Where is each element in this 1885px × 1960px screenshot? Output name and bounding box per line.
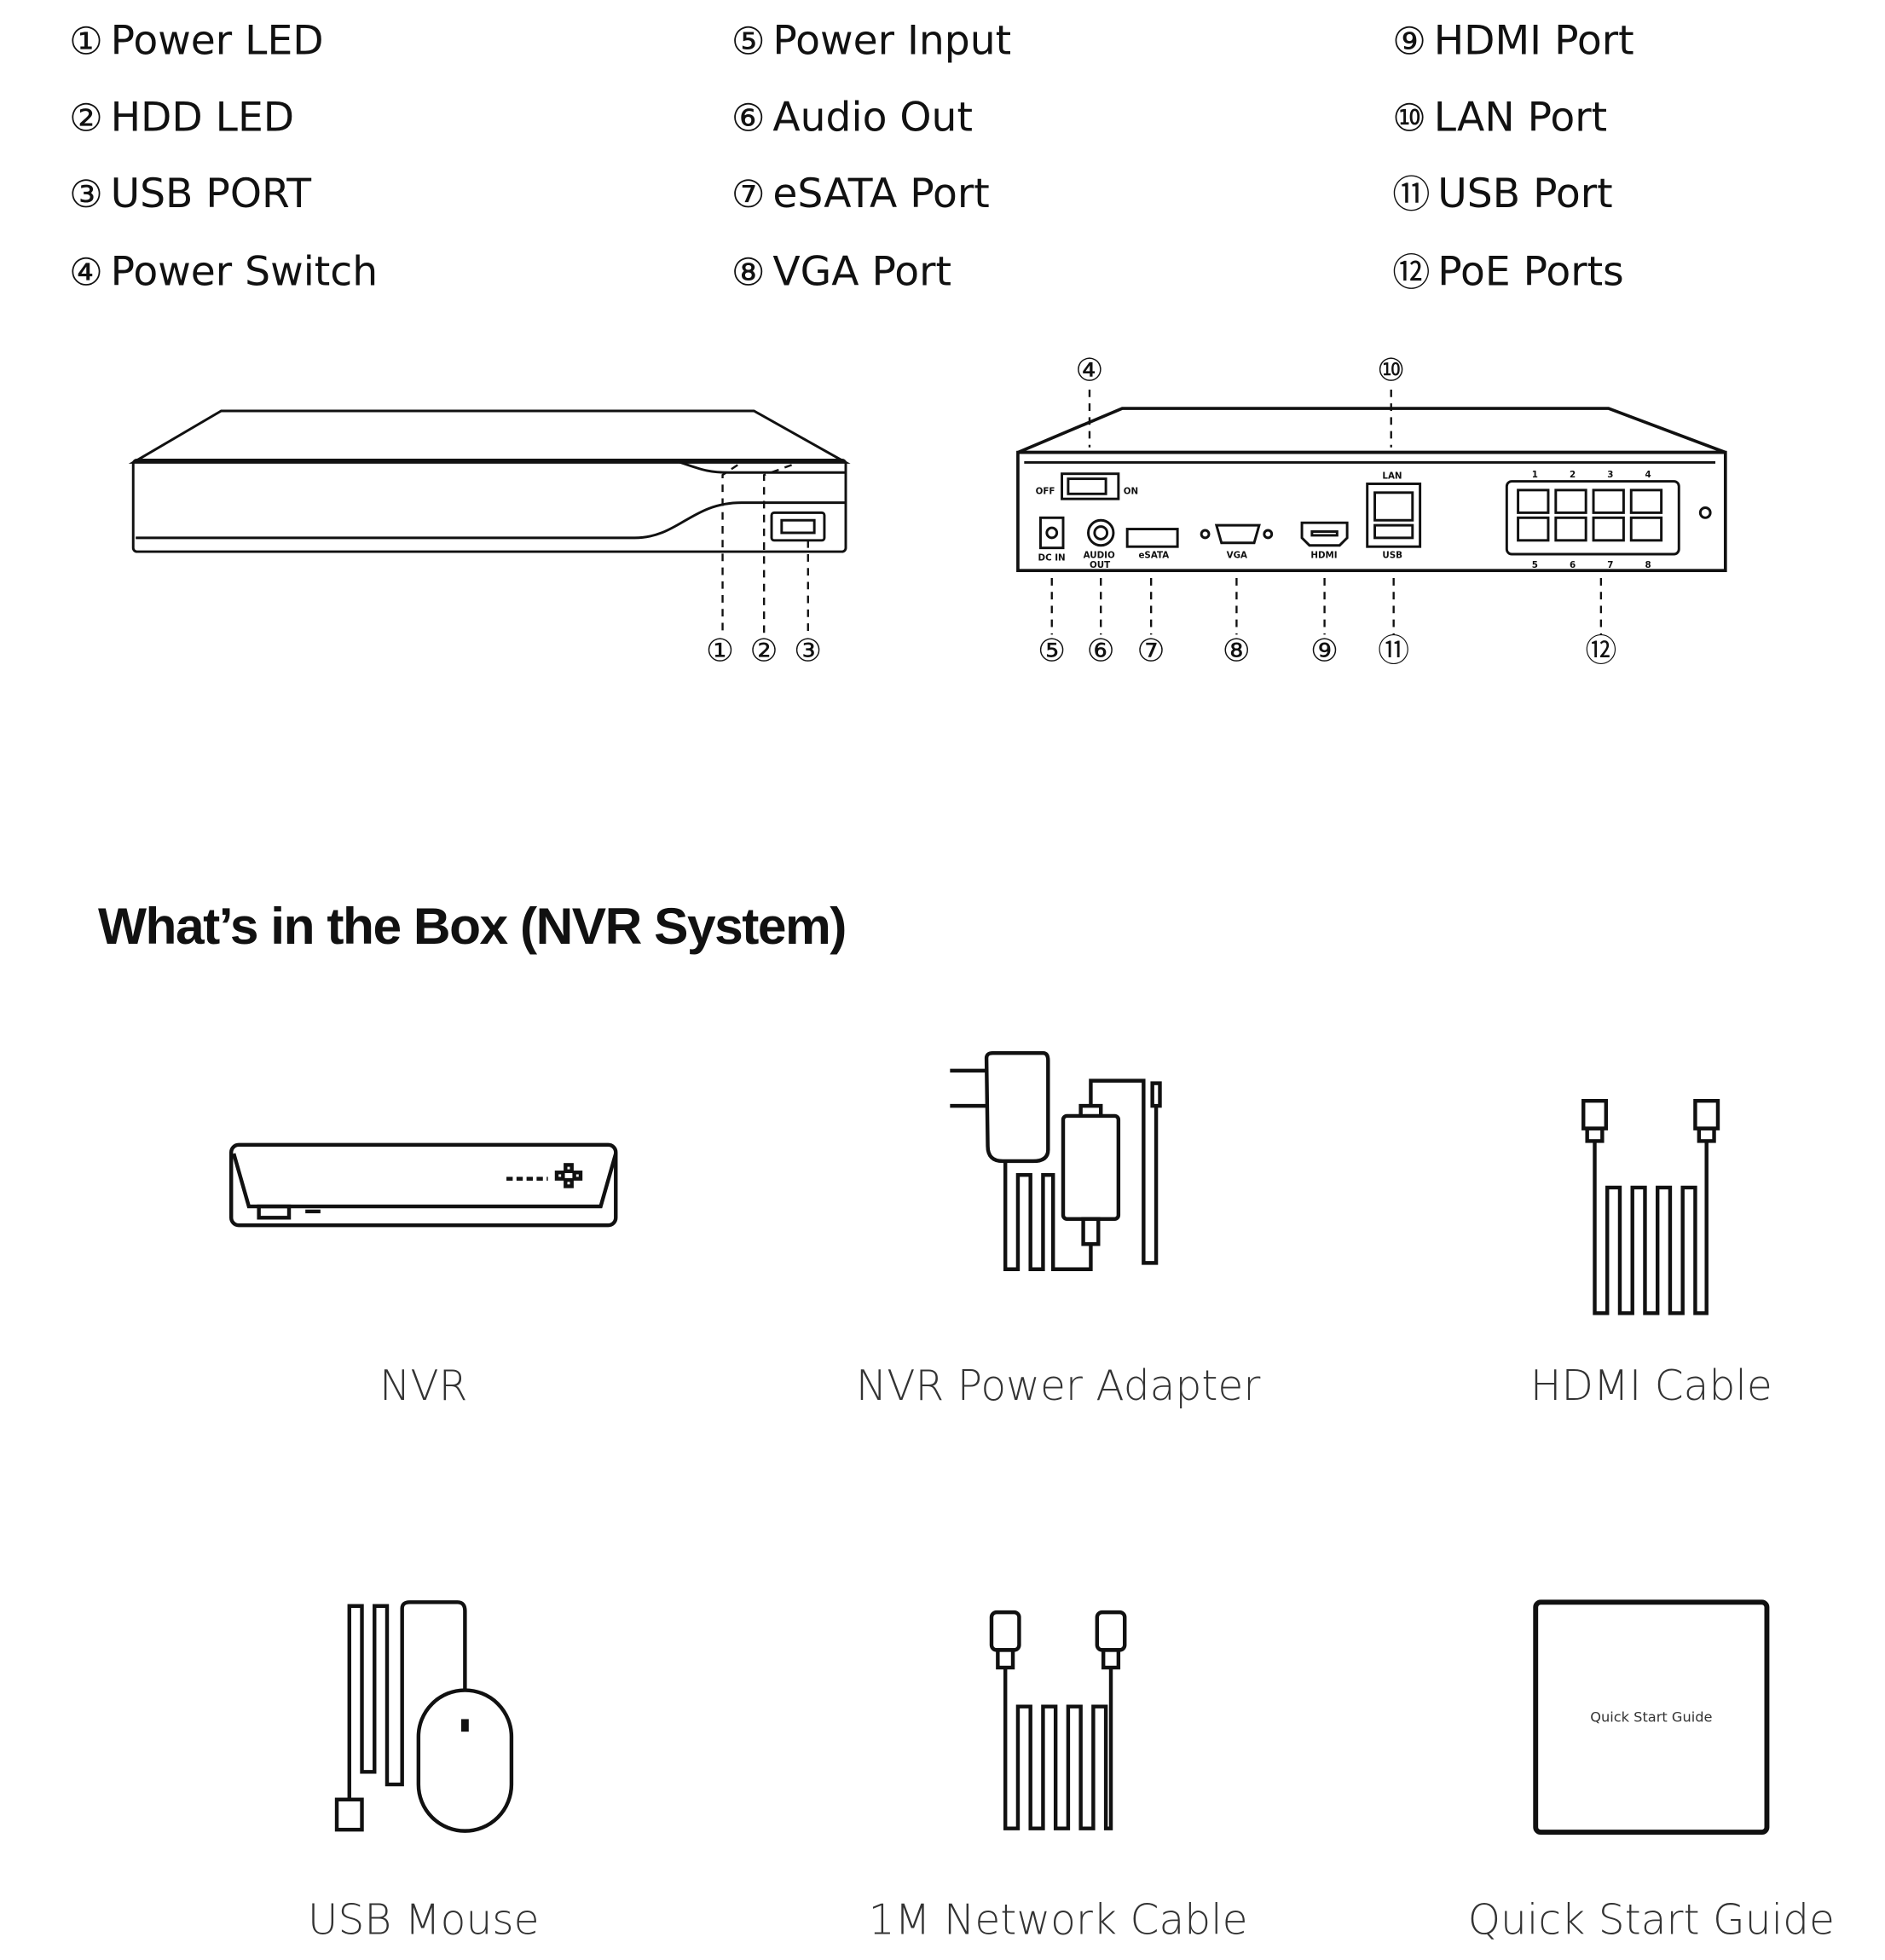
poe-port-icon (1554, 489, 1587, 514)
callout-7: ⑦ (1137, 632, 1165, 668)
svg-text:OFF: OFF (1036, 486, 1055, 496)
svg-text:2: 2 (1570, 470, 1576, 480)
svg-text:VGA: VGA (1227, 550, 1247, 560)
nvr-front-view: ① ② ③ (128, 409, 851, 668)
power-adapter-icon (950, 1051, 1162, 1271)
callout-3: ③ (794, 632, 822, 668)
hdmi-cable-icon (1581, 1099, 1720, 1315)
section-title: What’s in the Box (NVR System) (97, 897, 847, 956)
item-label-network-cable: 1M Network Cable (868, 1894, 1248, 1945)
poe-port-icon (1592, 489, 1625, 514)
nvr-icon (229, 1142, 618, 1228)
item-label-hdmi-cable: HDMI Cable (1529, 1361, 1772, 1410)
svg-text:4: 4 (1645, 470, 1651, 480)
svg-text:HDMI: HDMI (1310, 550, 1337, 560)
callout-10: ⑩ (1377, 352, 1405, 389)
callout-5: ⑤ (1038, 632, 1066, 668)
guide-cover-text: Quick Start Guide (1590, 1708, 1712, 1725)
svg-text:USB: USB (1382, 550, 1402, 560)
svg-text:1: 1 (1532, 470, 1538, 480)
poe-port-icon (1592, 516, 1625, 542)
nvr-rear-view: OFF ON DC IN AUDIO OUT eSATA VGA HDMI LA… (1016, 352, 1727, 668)
callout-8: ⑧ (1223, 632, 1251, 668)
callout-4: ④ (1075, 352, 1103, 389)
callout-9: ⑨ (1310, 632, 1339, 668)
svg-text:DC IN: DC IN (1038, 552, 1066, 563)
svg-text:eSATA: eSATA (1138, 550, 1169, 560)
item-label-power-adapter: NVR Power Adapter (855, 1361, 1261, 1410)
item-label-quick-start-guide: Quick Start Guide (1467, 1894, 1835, 1945)
poe-port-icon (1629, 489, 1663, 514)
svg-text:5: 5 (1532, 560, 1538, 570)
callout-1: ① (706, 632, 734, 668)
svg-text:6: 6 (1570, 560, 1576, 570)
svg-text:LAN: LAN (1382, 471, 1402, 482)
svg-text:8: 8 (1645, 560, 1651, 570)
network-cable-icon (989, 1610, 1127, 1830)
poe-port-icon (1629, 516, 1663, 542)
callout-11: ⑪ (1378, 632, 1409, 668)
svg-text:AUDIO: AUDIO (1084, 550, 1115, 560)
poe-port-icon (1517, 489, 1550, 514)
poe-port-icon (1554, 516, 1587, 542)
callout-2: ② (750, 632, 778, 668)
callout-6: ⑥ (1087, 632, 1115, 668)
svg-text:ON: ON (1124, 486, 1138, 496)
item-label-nvr: NVR (379, 1361, 468, 1410)
svg-text:3: 3 (1607, 470, 1613, 480)
quick-start-guide-icon: Quick Start Guide (1533, 1599, 1770, 1836)
usb-mouse-icon (334, 1600, 514, 1833)
svg-text:7: 7 (1607, 560, 1613, 570)
item-label-usb-mouse: USB Mouse (307, 1894, 540, 1945)
poe-port-icon (1517, 516, 1550, 542)
callout-12: ⑫ (1585, 632, 1616, 668)
svg-text:OUT: OUT (1090, 560, 1110, 570)
